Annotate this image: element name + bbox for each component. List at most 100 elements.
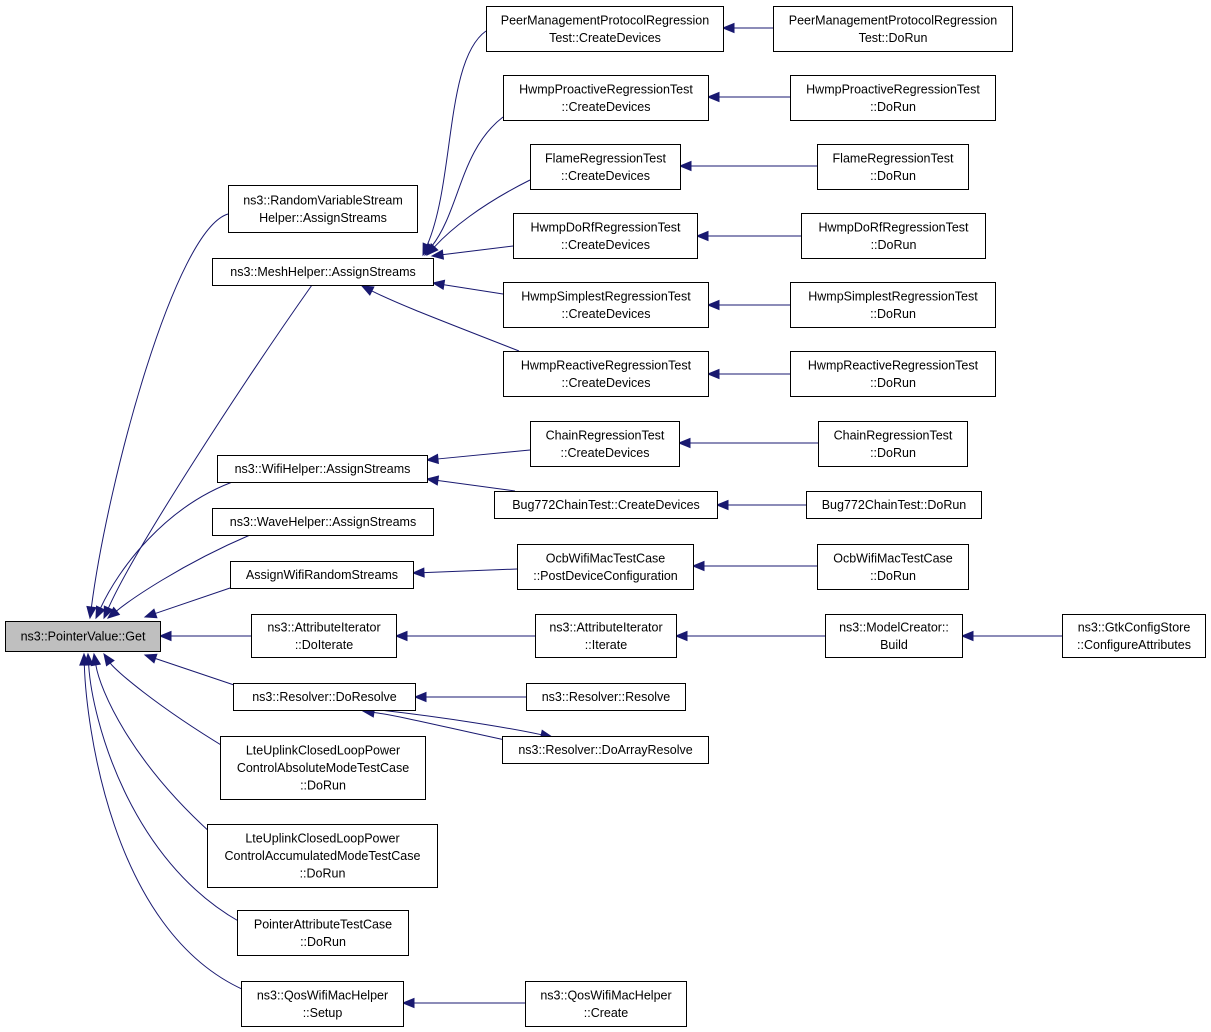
node-box[interactable] (503, 351, 709, 397)
node-box[interactable] (825, 614, 963, 658)
node-iter[interactable]: ns3::AttributeIterator::Iterate (535, 614, 677, 658)
node-chain-cd[interactable]: ChainRegressionTest::CreateDevices (530, 421, 680, 467)
node-label-line: ns3::QosWifiMacHelper (257, 988, 388, 1002)
node-ocb-pdc[interactable]: OcbWifiMacTestCase::PostDeviceConfigurat… (517, 544, 694, 590)
node-box[interactable] (228, 185, 418, 233)
node-hsimp-run[interactable]: HwmpSimplestRegressionTest::DoRun (790, 282, 996, 328)
node-label-line: ::Iterate (585, 638, 627, 652)
node-flame-run[interactable]: FlameRegressionTest::DoRun (817, 144, 969, 190)
node-box[interactable] (801, 213, 986, 259)
node-box[interactable] (220, 736, 426, 800)
node-chain-run[interactable]: ChainRegressionTest::DoRun (818, 421, 968, 467)
edge-line (155, 658, 241, 688)
node-label-line: Test::DoRun (859, 31, 928, 45)
arrowhead (425, 453, 439, 465)
node-box[interactable] (1062, 614, 1206, 658)
node-bug-run[interactable]: Bug772ChainTest::DoRun (806, 491, 982, 519)
node-ocb-run[interactable]: OcbWifiMacTestCase::DoRun (817, 544, 969, 590)
node-box[interactable] (806, 491, 982, 519)
node-box[interactable] (212, 258, 434, 286)
node-label-line: ControlAbsoluteModeTestCase (237, 761, 409, 775)
arrowhead (86, 605, 97, 620)
node-mesh[interactable]: ns3::MeshHelper::AssignStreams (212, 258, 434, 286)
node-lteacc[interactable]: LteUplinkClosedLoopPowerControlAccumulat… (207, 824, 438, 888)
node-wave[interactable]: ns3::WaveHelper::AssignStreams (212, 508, 434, 536)
node-mcbuild[interactable]: ns3::ModelCreator::Build (825, 614, 963, 658)
node-box[interactable] (513, 213, 698, 259)
node-patc[interactable]: PointerAttributeTestCase::DoRun (237, 910, 409, 956)
node-hreac-cd[interactable]: HwmpReactiveRegressionTest::CreateDevice… (503, 351, 709, 397)
node-box[interactable] (525, 981, 687, 1027)
node-doarr[interactable]: ns3::Resolver::DoArrayResolve (502, 736, 709, 764)
node-box[interactable] (486, 6, 724, 52)
node-hdorf-run[interactable]: HwmpDoRfRegressionTest::DoRun (801, 213, 986, 259)
node-box[interactable] (207, 824, 438, 888)
edge-doiter-to-get (158, 630, 251, 642)
node-box[interactable] (530, 144, 681, 190)
arrowhead (411, 567, 425, 578)
node-hreac-run[interactable]: HwmpReactiveRegressionTest::DoRun (790, 351, 996, 397)
node-box[interactable] (817, 144, 969, 190)
edge-rvs-to-get (86, 213, 229, 620)
node-label-line: ::DoRun (870, 446, 916, 460)
node-box[interactable] (790, 351, 996, 397)
node-lteabs[interactable]: LteUplinkClosedLoopPowerControlAbsoluteM… (220, 736, 426, 800)
node-label-line: ::DoRun (871, 238, 917, 252)
node-doresolve[interactable]: ns3::Resolver::DoResolve (233, 683, 416, 711)
edge-chain_cd-to-wifi (425, 449, 531, 465)
node-box[interactable] (212, 508, 434, 536)
node-label-line: ::ConfigureAttributes (1077, 638, 1191, 652)
node-box[interactable] (535, 614, 677, 658)
node-box[interactable] (241, 981, 404, 1027)
arrowhead (678, 160, 692, 172)
node-label-line: ns3::RandomVariableStream (243, 193, 403, 207)
node-box[interactable] (503, 75, 709, 121)
node-flame-cd[interactable]: FlameRegressionTest::CreateDevices (530, 144, 681, 190)
node-label-line: FlameRegressionTest (833, 151, 954, 165)
node-label-line: ::DoRun (870, 307, 916, 321)
node-qoscreate[interactable]: ns3::QosWifiMacHelper::Create (525, 981, 687, 1027)
node-qossetup[interactable]: ns3::QosWifiMacHelper::Setup (241, 981, 404, 1027)
node-box[interactable] (217, 455, 428, 483)
node-hpro-run[interactable]: HwmpProactiveRegressionTest::DoRun (790, 75, 996, 121)
node-hdorf-cd[interactable]: HwmpDoRfRegressionTest::CreateDevices (513, 213, 698, 259)
edge-hsimp_run-to-hsimp_cd (706, 299, 790, 311)
node-bug-cd[interactable]: Bug772ChainTest::CreateDevices (494, 491, 718, 519)
node-pmp-cd[interactable]: PeerManagementProtocolRegressionTest::Cr… (486, 6, 724, 52)
node-box[interactable] (237, 910, 409, 956)
node-box[interactable] (233, 683, 416, 711)
node-box[interactable] (817, 544, 969, 590)
node-gtk[interactable]: ns3::GtkConfigStore::ConfigureAttributes (1062, 614, 1206, 658)
node-box[interactable] (502, 736, 709, 764)
node-box[interactable] (818, 421, 968, 467)
node-get[interactable]: ns3::PointerValue::Get (5, 621, 161, 652)
arrowhead (401, 997, 415, 1009)
node-box[interactable] (517, 544, 694, 590)
node-label-line: Bug772ChainTest::CreateDevices (512, 498, 700, 512)
edge-line (107, 284, 313, 609)
node-box[interactable] (251, 614, 397, 658)
node-pmp-run[interactable]: PeerManagementProtocolRegressionTest::Do… (773, 6, 1013, 52)
node-wifi[interactable]: ns3::WifiHelper::AssignStreams (217, 455, 428, 483)
node-awrs[interactable]: AssignWifiRandomStreams (230, 561, 414, 589)
node-box[interactable] (526, 683, 686, 711)
node-rvs[interactable]: ns3::RandomVariableStreamHelper::AssignS… (228, 185, 418, 233)
node-hpro-cd[interactable]: HwmpProactiveRegressionTest::CreateDevic… (503, 75, 709, 121)
node-box[interactable] (5, 621, 161, 652)
edge-resolve-to-doresolve (413, 691, 526, 703)
node-label-line: ::CreateDevices (562, 376, 651, 390)
node-box[interactable] (790, 75, 996, 121)
node-resolve[interactable]: ns3::Resolver::Resolve (526, 683, 686, 711)
node-box[interactable] (503, 282, 709, 328)
node-box[interactable] (494, 491, 718, 519)
node-box[interactable] (773, 6, 1013, 52)
node-label-line: ::CreateDevices (562, 100, 651, 114)
edge-qossetup-to-get (79, 652, 245, 991)
node-box[interactable] (790, 282, 996, 328)
arrowhead (79, 652, 90, 666)
node-hsimp-cd[interactable]: HwmpSimplestRegressionTest::CreateDevice… (503, 282, 709, 328)
node-doiter[interactable]: ns3::AttributeIterator::DoIterate (251, 614, 397, 658)
node-box[interactable] (530, 421, 680, 467)
edge-hreac_cd-to-mesh (360, 285, 520, 352)
node-box[interactable] (230, 561, 414, 589)
